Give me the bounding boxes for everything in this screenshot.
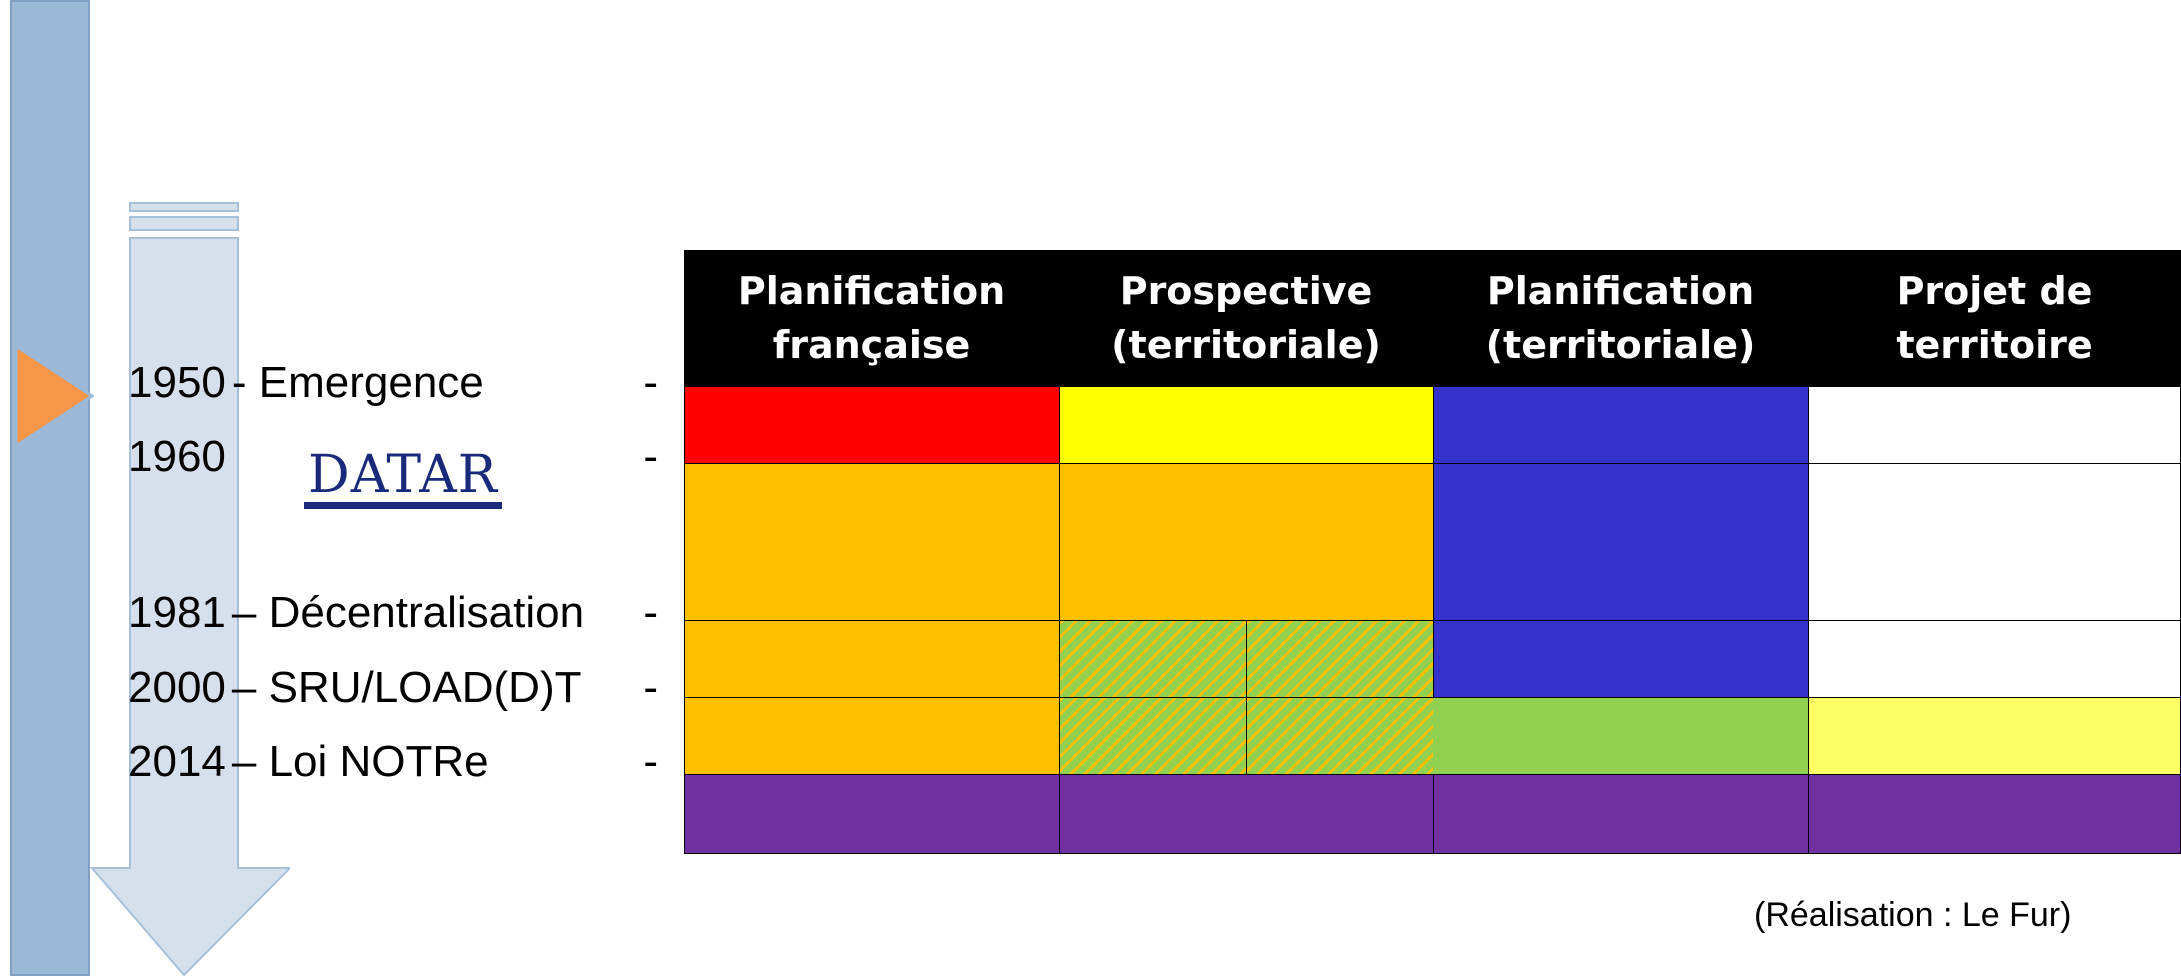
cell-purple [1433, 774, 1809, 854]
header-line1: Planification [737, 269, 1006, 313]
play-marker-icon [14, 344, 94, 448]
cell-white [1808, 386, 2181, 464]
cell-orange [1059, 463, 1434, 621]
cell-light-yellow [1808, 697, 2181, 775]
timeline-label: - Emergence [231, 358, 484, 407]
header-line2: territoire [1896, 323, 2093, 367]
timeline-label: – Décentralisation [231, 588, 585, 637]
timeline-label: – Loi NOTRe [231, 737, 489, 786]
header-line1: Projet de [1896, 269, 2093, 313]
header-planification-territoriale: Planification (territoriale) [1433, 250, 1808, 386]
cell-blue [1433, 463, 1809, 621]
cell-purple [1808, 774, 2181, 854]
credit-text: (Réalisation : Le Fur) [1754, 896, 2072, 934]
timeline-year: 1960 [128, 432, 226, 481]
header-line2: (territoriale) [1111, 323, 1381, 367]
timeline-dash: - [643, 737, 658, 786]
logo-text: DATAR [308, 445, 499, 505]
timeline-label: – SRU/LOAD(D)T [231, 663, 582, 712]
timeline-year: 2000 [128, 663, 226, 712]
cell-hatched [1059, 697, 1247, 775]
cell-blue [1433, 620, 1809, 698]
cell-white [1808, 463, 2181, 621]
cell-hatched [1246, 620, 1434, 698]
cell-orange [684, 463, 1060, 621]
timeline-row-2014: 2014– Loi NOTRe - [128, 732, 658, 792]
down-arrow-icon [90, 202, 290, 976]
header-line2: (territoriale) [1485, 323, 1756, 367]
timeline-row-1960: 1960 - [128, 427, 658, 487]
timeline-dash: - [643, 432, 658, 481]
header-line1: Planification [1486, 269, 1755, 313]
cell-white [1808, 620, 2181, 698]
timeline-dash: - [643, 358, 658, 407]
cell-orange [684, 620, 1060, 698]
timeline-bar [10, 0, 90, 976]
timeline-row-1950: 1950- Emergence - [128, 353, 658, 413]
cell-green [1433, 697, 1809, 775]
timeline-row-1981: 1981– Décentralisation - [128, 583, 658, 643]
header-prospective: Prospective (territoriale) [1059, 250, 1433, 386]
header-line1: Prospective [1119, 269, 1373, 313]
planning-table: Planification française Prospective (ter… [684, 250, 2181, 854]
cell-hatched [1246, 697, 1434, 775]
datar-logo: DATAR [304, 445, 502, 509]
cell-hatched [1059, 620, 1247, 698]
timeline-year: 2014 [128, 737, 226, 786]
timeline-dash: - [643, 588, 658, 637]
cell-purple [684, 774, 1060, 854]
cell-blue [1433, 386, 1809, 464]
header-planification-francaise: Planification française [684, 250, 1059, 386]
cell-orange [684, 697, 1060, 775]
timeline-dash: - [643, 663, 658, 712]
header-line2: française [772, 323, 971, 367]
cell-red [684, 386, 1060, 464]
timeline-year: 1950 [128, 358, 226, 407]
timeline-row-2000: 2000– SRU/LOAD(D)T - [128, 658, 658, 718]
cell-purple [1059, 774, 1434, 854]
timeline-year: 1981 [128, 588, 226, 637]
cell-yellow [1059, 386, 1434, 464]
header-projet-de-territoire: Projet de territoire [1808, 250, 2181, 386]
